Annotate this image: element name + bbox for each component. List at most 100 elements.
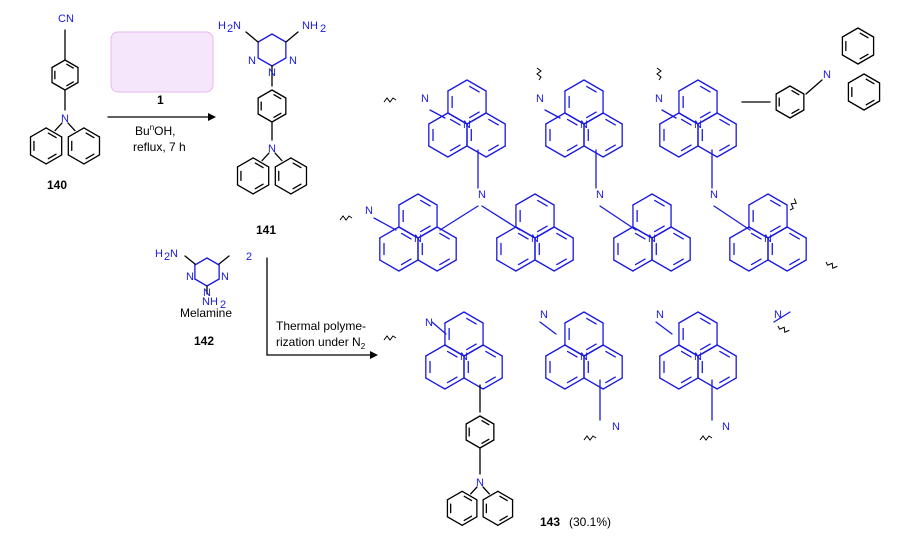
heptazine-1-ring-2 — [583, 112, 604, 125]
heptazine-9-center-n: N — [694, 351, 702, 363]
heptazine-5-ring-2 — [651, 226, 672, 239]
atom-label: N — [203, 287, 211, 299]
c141-carbazole-n-bond — [274, 152, 283, 162]
heptazine-6-ring-1 — [748, 259, 769, 272]
c143-carbazole-top-a — [857, 54, 875, 65]
heptazine-2-ring-0 — [678, 79, 699, 92]
heptazine-2-ring-2 — [697, 145, 718, 158]
heptazine-8-center-n: N — [580, 351, 588, 363]
heptazine-0-ring-2 — [466, 145, 487, 158]
heptazine-2-ring-2 — [697, 112, 718, 125]
double-bond — [469, 111, 480, 119]
heptazine-5-ring-0 — [651, 193, 672, 206]
heptazine-9-ring-2 — [697, 377, 718, 390]
double-bond — [859, 53, 869, 60]
bridge-n-7: N — [425, 317, 433, 329]
heptazine-8-ring-0 — [583, 311, 604, 324]
double-bond — [605, 350, 616, 358]
double-bond — [566, 376, 578, 384]
c143-phenyl-bottom — [465, 439, 481, 449]
atom-label: N — [268, 67, 276, 79]
double-bond — [634, 232, 646, 240]
c141-carbazole-right-ring — [274, 184, 292, 195]
wavy-bond — [383, 97, 397, 103]
heptazine-4-ring-1 — [496, 226, 517, 239]
heptazine-7-center-n: N — [460, 351, 468, 363]
bridge-n-11: N — [612, 421, 620, 433]
bond-16 — [439, 205, 479, 231]
heptazine-4-ring-1 — [515, 259, 536, 272]
double-bond — [537, 225, 548, 233]
double-bond — [466, 317, 477, 325]
c143-carbazole-top-a — [841, 54, 859, 65]
heptazine-0-ring-1 — [428, 145, 449, 158]
heptazine-1-ring-0 — [564, 79, 585, 92]
double-bond — [47, 153, 57, 160]
c143-carbazole-bottom-right-ring — [482, 516, 499, 526]
double-bond — [446, 350, 458, 358]
double-bond — [719, 376, 730, 384]
c140-carbazole-n-bond — [67, 122, 76, 132]
melamine-ring — [206, 278, 220, 287]
melamine-h2n: H — [155, 248, 163, 260]
heptazine-3-ring-0 — [398, 193, 419, 206]
carbazole-n-141: N — [268, 143, 276, 155]
wavy-bond — [536, 67, 542, 81]
heptazine-5-ring-1 — [613, 259, 634, 272]
heptazine-1-ring-2 — [602, 112, 623, 125]
bridge-n-0: N — [421, 93, 429, 105]
heptazine-4-ring-2 — [553, 226, 574, 239]
c143-carbazole-bottom-n-bond — [482, 486, 491, 495]
c143-carbazole-bottom-left-ring — [461, 490, 478, 501]
double-bond — [485, 350, 496, 358]
c140-carbazole-left-ring — [45, 127, 63, 138]
double-bond — [463, 515, 473, 522]
atom-label: 2 — [220, 299, 226, 311]
c141-nh2: NH — [302, 20, 318, 32]
c143-phenyl-top — [789, 109, 805, 119]
heptazine-0-center-n: N — [463, 119, 471, 131]
heptazine-7-ring-2 — [482, 377, 503, 390]
heptazine-6-ring-2 — [786, 226, 807, 239]
c141-triazine — [271, 33, 287, 43]
double-bond — [85, 132, 95, 139]
wavy-bond — [583, 435, 597, 441]
heptazine-1-ring-1 — [564, 145, 585, 158]
double-bond — [85, 153, 95, 160]
bridge-n-6: N — [365, 205, 373, 217]
carbazole-n-143-top: N — [823, 69, 831, 81]
bridge-n-1: N — [536, 93, 544, 105]
melamine-nh2-b: NH — [202, 296, 218, 308]
heptazine-7-ring-2 — [463, 344, 484, 357]
double-bond — [517, 258, 529, 266]
double-bond — [700, 343, 711, 351]
c143-carbazole-bottom-left-ring — [446, 516, 463, 526]
double-bond — [66, 63, 74, 69]
heptazine-6-ring-0 — [767, 193, 788, 206]
double-bond — [566, 350, 578, 358]
heptazine-6-ring-2 — [767, 259, 788, 272]
c143-carbazole-top-b — [847, 100, 865, 111]
heptazine-0-ring-1 — [447, 112, 468, 125]
heptazine-2-ring-1 — [659, 112, 680, 125]
double-bond — [865, 78, 875, 85]
c140-carbazole-left-ring — [45, 154, 63, 165]
heptazine-8-ring-1 — [564, 344, 585, 357]
c143-phenyl-top — [789, 85, 805, 95]
c143-carbazole-top-a — [841, 27, 859, 38]
c143-phenyl-bottom — [479, 439, 495, 449]
double-bond — [586, 317, 597, 325]
double-bond — [605, 118, 616, 126]
c143-phenyl-bottom — [479, 415, 495, 425]
double-bond — [481, 438, 490, 445]
heptazine-0-ring-1 — [447, 145, 468, 158]
bridge-n-10: N — [774, 309, 782, 321]
double-bond — [400, 232, 412, 240]
compound-1-id: 1 — [157, 93, 164, 107]
double-bond — [719, 350, 730, 358]
c141-phenyl — [257, 89, 273, 99]
c140-carbazole-left-ring — [29, 127, 47, 138]
carbazole-n-143-bottom: N — [476, 477, 484, 489]
double-bond — [789, 232, 800, 240]
heptazine-8-ring-2 — [583, 344, 604, 357]
